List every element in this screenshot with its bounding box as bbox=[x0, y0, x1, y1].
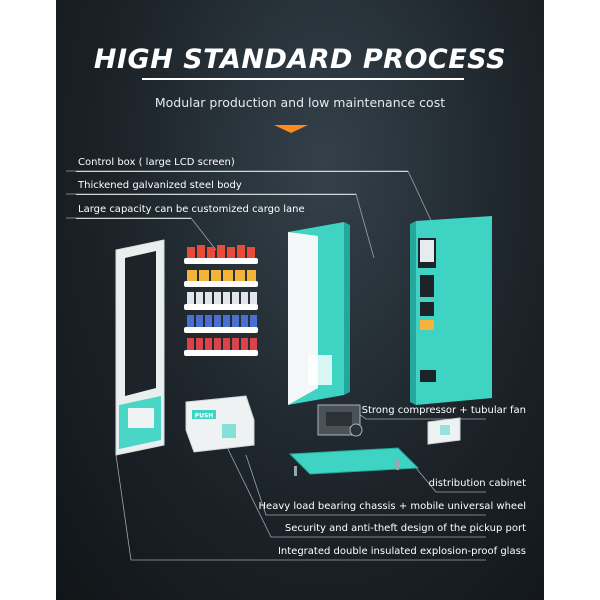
callout-cargo-lane: Large capacity can be customized cargo l… bbox=[78, 204, 305, 215]
leader-chassis bbox=[245, 454, 486, 516]
cargo-shelves bbox=[184, 245, 258, 356]
leader-pickup-port bbox=[225, 444, 486, 538]
callout-glass: Integrated double insulated explosion-pr… bbox=[277, 546, 526, 557]
callout-pickup-port: Security and anti-theft design of the pi… bbox=[284, 523, 526, 534]
leader-distribution bbox=[415, 467, 486, 493]
glass-door bbox=[115, 239, 165, 456]
pickup-port: PUSH bbox=[185, 395, 255, 453]
callout-control-box: Control box ( large LCD screen) bbox=[78, 157, 235, 168]
compressor-unit bbox=[317, 404, 363, 437]
product-panel: HIGH STANDARD PROCESS Modular production… bbox=[56, 0, 544, 600]
cabinet-body bbox=[288, 222, 350, 405]
distribution-cabinet bbox=[427, 417, 461, 445]
control-cabinet bbox=[410, 216, 492, 405]
callout-chassis: Heavy load bearing chassis + mobile univ… bbox=[258, 501, 526, 512]
callout-steel-body: Thickened galvanized steel body bbox=[78, 180, 242, 191]
chevron-down-icon bbox=[274, 125, 308, 133]
page-subtitle: Modular production and low maintenance c… bbox=[154, 95, 446, 110]
callout-compressor: Strong compressor + tubular fan bbox=[361, 405, 526, 416]
callout-underline bbox=[76, 194, 356, 195]
callout-underline bbox=[76, 218, 191, 219]
callout-underline bbox=[76, 171, 408, 172]
exploded-machine-illustration: PUSH bbox=[66, 170, 492, 561]
chassis bbox=[288, 447, 420, 476]
pickup-push-label: PUSH bbox=[195, 413, 214, 420]
leader-glass bbox=[115, 454, 486, 561]
callout-distribution: distribution cabinet bbox=[428, 478, 526, 489]
title-underline bbox=[142, 78, 464, 80]
page-title: HIGH STANDARD PROCESS bbox=[93, 44, 507, 75]
